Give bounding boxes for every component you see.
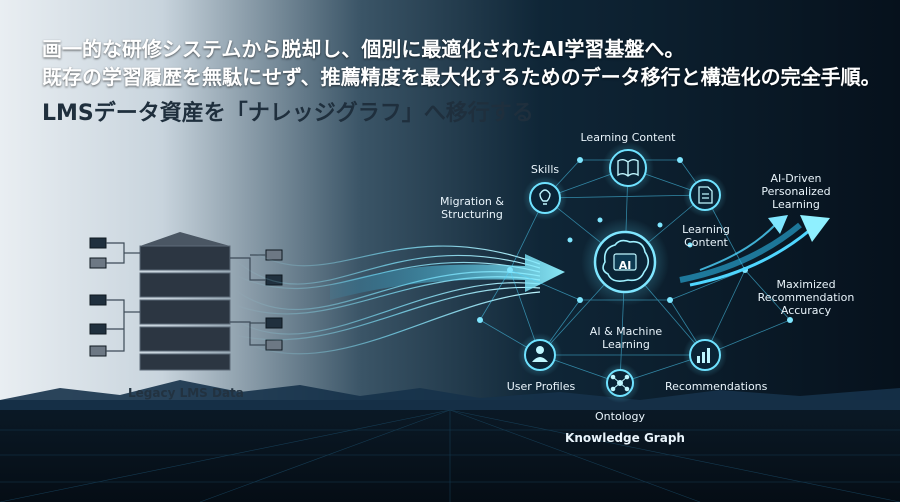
server-stack-icon [139, 232, 231, 371]
graph-node-skills [523, 176, 567, 220]
bar-chart-icon [697, 348, 710, 363]
headline-line-3: LMSデータ資産を「ナレッジグラフ」へ移行する [42, 101, 534, 126]
node-label-learning-content-right: Learning Content [675, 223, 737, 249]
node-label-ai-ml-line-1: AI & Machine [589, 325, 663, 338]
outcome-personalized-line-1: AI-Driven [770, 172, 822, 185]
headline-line-1: 画一的な研修システムから脱却し、個別に最適化されたAI学習基盤へ。 [42, 37, 685, 61]
lightbulb-icon [539, 189, 551, 205]
node-label-ai-ml: AI & Machine Learning [580, 325, 672, 351]
graph-node-user-profiles [518, 333, 562, 377]
node-label-user-profiles: User Profiles [506, 380, 576, 393]
migration-label-line-2: Structuring [441, 208, 503, 221]
graph-node-learning-content-right [683, 173, 727, 217]
node-label-ai-ml-line-2: Learning [602, 338, 650, 351]
growth-arrows-icon [679, 215, 830, 287]
user-icon [532, 346, 548, 362]
ai-icon-text: AI [618, 259, 632, 272]
network-icon [610, 374, 630, 392]
book-icon [617, 159, 639, 177]
brain-icon [602, 239, 650, 282]
legacy-data-blocks [89, 237, 283, 357]
migration-arrow-icon [330, 254, 565, 300]
migration-label-line-1: Migration & [440, 195, 504, 208]
node-label-skills: Skills [530, 163, 560, 176]
graph-node-recommendations [683, 333, 727, 377]
outcome-personalized-line-2: Personalized [761, 185, 831, 198]
graph-node-ai-center [581, 218, 669, 306]
node-label-learning-content-right-line-2: Content [684, 236, 728, 249]
outcome-accuracy-line-3: Accuracy [780, 304, 832, 317]
floor-grid [0, 409, 900, 502]
graph-small-nodes [477, 157, 793, 323]
node-label-recommendations: Recommendations [665, 380, 768, 393]
legacy-lms-label: Legacy LMS Data [128, 386, 244, 400]
document-icon [698, 186, 713, 204]
horizon-silhouette [0, 380, 900, 410]
node-label-learning-content-right-line-1: Learning [682, 223, 730, 236]
knowledge-graph-title: Knowledge Graph [565, 431, 685, 445]
node-label-learning-content-top: Learning Content [580, 131, 676, 144]
outcome-accuracy-label: Maximized Recommendation Accuracy [748, 278, 864, 317]
graph-node-learning-content-top [602, 142, 654, 194]
outcome-personalized-label: AI-Driven Personalized Learning [748, 172, 844, 211]
migration-flow-streams [234, 245, 541, 355]
outcome-personalized-line-3: Learning [772, 198, 820, 211]
migration-label: Migration & Structuring [432, 195, 512, 221]
outcome-accuracy-line-1: Maximized [776, 278, 836, 291]
outcome-accuracy-line-2: Recommendation [757, 291, 855, 304]
graph-node-ontology [600, 363, 640, 403]
legacy-connectors [106, 242, 266, 352]
node-label-ontology: Ontology [595, 410, 645, 423]
headline-line-2: 既存の学習履歴を無駄にせず、推薦精度を最大化するためのデータ移行と構造化の完全手… [42, 65, 881, 89]
